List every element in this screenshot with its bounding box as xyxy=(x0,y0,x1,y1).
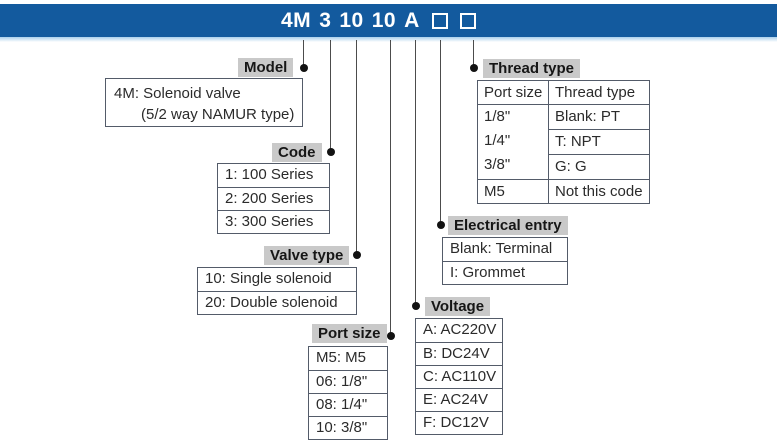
code-segment-valve-type: 10 xyxy=(339,8,364,32)
list-item: M5: M5 xyxy=(316,349,367,366)
connector-dot-valve-type xyxy=(353,251,361,259)
label-electrical-entry: Electrical entry xyxy=(448,216,568,235)
connector-dot-voltage xyxy=(412,302,420,310)
code-segment-port-size: 10 xyxy=(371,8,397,32)
thread-type-group-row: 1/8" 1/4" 3/8" Blank: PT T: NPT G: G xyxy=(478,105,649,180)
connector-dot-port-size xyxy=(387,332,395,340)
list-item: A: AC220V xyxy=(423,321,497,338)
connector-line-electrical-entry xyxy=(440,40,441,225)
label-port-size: Port size xyxy=(312,324,387,343)
list-item: I: Grommet xyxy=(443,261,567,284)
model-line-2: (5/2 way NAMUR type) xyxy=(141,106,295,123)
code-segment-model: 4M xyxy=(281,8,312,32)
label-valve-type: Valve type xyxy=(264,246,350,265)
table-cell: T: NPT xyxy=(549,129,649,154)
table-cell: Blank: PT xyxy=(555,108,621,125)
list-item: E: AC24V xyxy=(416,388,502,411)
list-item: Blank: Terminal xyxy=(450,240,553,257)
connector-line-code xyxy=(330,40,331,152)
table-cell: 3/8" xyxy=(484,156,511,173)
voltage-box: A: AC220V B: DC24V C: AC110V E: AC24V F:… xyxy=(415,318,503,435)
label-voltage: Voltage xyxy=(425,297,491,316)
table-cell: 1/8" xyxy=(484,108,511,125)
model-line-1: 4M: Solenoid valve xyxy=(114,85,241,102)
connector-dot-model xyxy=(300,64,308,72)
list-item: 20: Double solenoid xyxy=(198,291,356,314)
connector-line-valve-type xyxy=(356,40,357,255)
list-item: 10: Single solenoid xyxy=(205,270,332,287)
connector-dot-electrical-entry xyxy=(437,221,445,229)
table-cell: M5 xyxy=(478,180,549,203)
product-code-text: 4M 3 10 10 A xyxy=(281,4,476,37)
list-item: 3: 300 Series xyxy=(218,210,329,233)
code-segment-series: 3 xyxy=(319,8,332,32)
list-item: B: DC24V xyxy=(416,342,502,365)
list-item: 06: 1/8" xyxy=(309,370,387,393)
code-segment-voltage: A xyxy=(404,8,420,32)
connector-line-port-size xyxy=(390,40,391,336)
list-item: C: AC110V xyxy=(416,365,502,388)
valve-type-box: 10: Single solenoid 20: Double solenoid xyxy=(197,267,357,315)
table-cell: G: G xyxy=(549,154,649,179)
thread-type-m5-row: M5 Not this code xyxy=(478,180,649,203)
connector-dot-code xyxy=(327,148,335,156)
connector-line-voltage xyxy=(415,40,416,306)
thread-code-cells: Blank: PT T: NPT G: G xyxy=(549,105,649,179)
list-item: F: DC12V xyxy=(416,411,502,434)
label-code: Code xyxy=(272,143,322,162)
connector-line-model xyxy=(303,40,304,68)
list-item: 2: 200 Series xyxy=(218,187,329,210)
connector-line-thread-type xyxy=(473,40,474,68)
list-item: 08: 1/4" xyxy=(309,393,387,416)
connector-dot-thread-type xyxy=(470,64,478,72)
thread-type-header-row: Port size Thread type xyxy=(478,81,649,105)
label-thread-type: Thread type xyxy=(483,59,581,78)
table-cell: 1/4" xyxy=(484,132,511,149)
code-box: 1: 100 Series 2: 200 Series 3: 300 Serie… xyxy=(217,163,330,234)
list-item: 1: 100 Series xyxy=(225,166,314,183)
port-size-box: M5: M5 06: 1/8" 08: 1/4" 10: 3/8" xyxy=(308,346,388,440)
label-model: Model xyxy=(238,58,294,77)
column-header-thread-type: Thread type xyxy=(555,84,636,101)
list-item: 10: 3/8" xyxy=(309,416,387,439)
column-header-port-size: Port size xyxy=(478,81,549,104)
table-cell: Not this code xyxy=(555,183,643,200)
thread-type-table: Port size Thread type 1/8" 1/4" 3/8" Bla… xyxy=(477,80,650,204)
placeholder-box-thread-type xyxy=(459,12,476,29)
model-box: 4M: Solenoid valve (5/2 way NAMUR type) xyxy=(105,78,303,127)
product-code-bar xyxy=(0,4,777,37)
bar-bottom-strip xyxy=(0,37,777,42)
port-size-merged-cell: 1/8" 1/4" 3/8" xyxy=(478,105,549,179)
placeholder-box-electrical-entry xyxy=(431,12,448,29)
electrical-entry-box: Blank: Terminal I: Grommet xyxy=(442,237,568,285)
